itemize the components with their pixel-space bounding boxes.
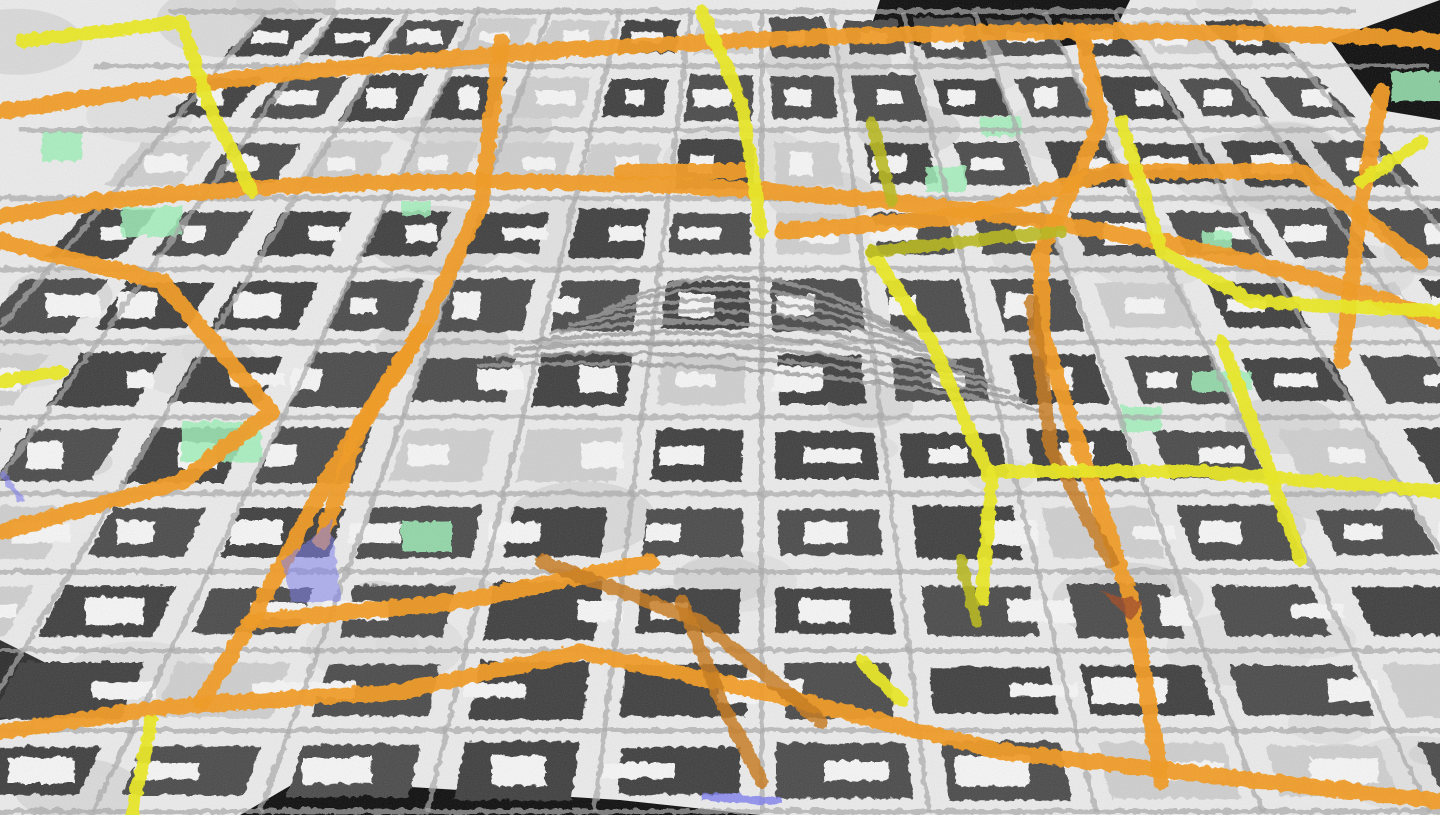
map-viewport[interactable] xyxy=(0,0,1440,815)
grain-overlay xyxy=(0,0,1440,815)
point-cloud-city-map[interactable] xyxy=(0,0,1440,815)
